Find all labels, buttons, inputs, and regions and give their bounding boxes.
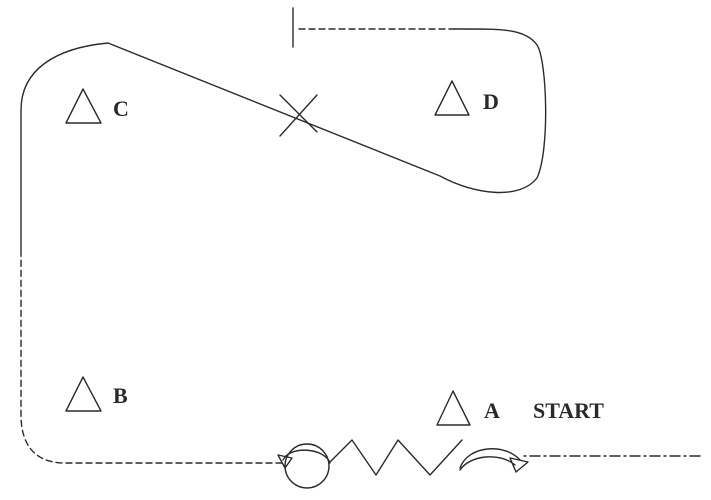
curved-arrow-icon: [459, 448, 529, 473]
marker-label-c: C: [113, 96, 129, 121]
cone-icon-d: [434, 80, 470, 116]
start-label: START: [533, 398, 604, 423]
marker-label-a: A: [484, 398, 500, 423]
cone-icon-c: [65, 88, 102, 124]
x-cross-icon: [279, 94, 318, 137]
loop-maneuver-icon: [277, 443, 331, 489]
marker-label-b: B: [113, 383, 128, 408]
zigzag-slalom-icon: [329, 439, 463, 476]
return-path-bottom: [20, 249, 283, 464]
marker-label-d: D: [483, 89, 499, 114]
cone-icon-b: [65, 376, 102, 412]
main-solid-path: [20, 28, 547, 251]
cone-icon-a: [436, 390, 471, 426]
